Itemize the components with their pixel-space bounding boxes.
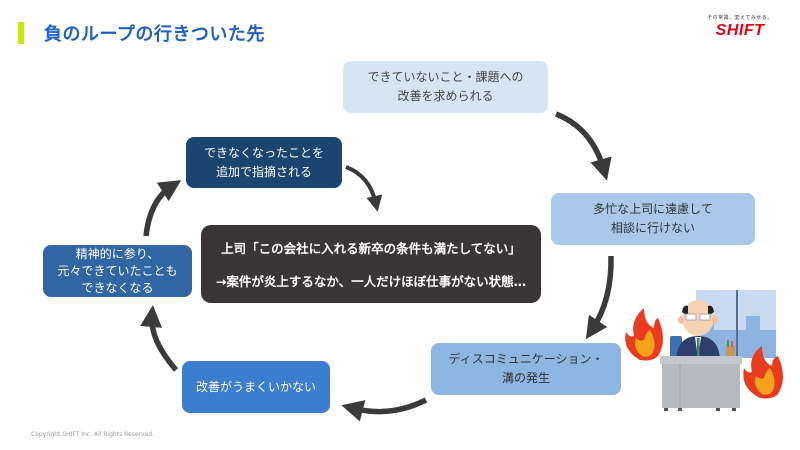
logo-name: SHIFT [715, 22, 765, 39]
fire-icon-left [625, 308, 663, 361]
arrow-step4-to-step5 [140, 305, 179, 372]
cycle-step-3: ディスコミュニケーション・ 溝の発生 [431, 343, 621, 395]
copyright-text: Copyright SHIFT Inc. All Rights Reserved… [31, 431, 154, 438]
center-quote-line-1: 上司「この会社に入れる新卒の条件も満たしてない」 [221, 241, 521, 256]
cycle-step-5-text: 精神的に参り、 元々できていたことも できなくなる [57, 246, 178, 295]
cycle-step-5: 精神的に参り、 元々できていたことも できなくなる [43, 245, 192, 297]
cycle-step-6: できなくなったことを 追加で指摘される [186, 137, 342, 188]
cycle-step-1: できていないこと・課題への 改善を求められる [343, 61, 548, 113]
cycle-step-3-text: ディスコミュニケーション・ 溝の発生 [448, 352, 604, 385]
page-title: 負のループの行きついた先 [44, 24, 265, 45]
center-quote-line-2: →案件が炎上するなか、一人だけほぼ仕事がない状態… [215, 274, 527, 289]
cycle-step-4: 改善がうまくいかない [182, 361, 330, 413]
cycle-step-2-text: 多忙な上司に遠慮して 相談に行けない [593, 202, 713, 235]
boss-person-icon [676, 300, 720, 358]
center-quote-box: 上司「この会社に入れる新卒の条件も満たしてない」 →案件が炎上するなか、一人だけ… [201, 225, 541, 303]
arrow-step1-to-step2 [554, 111, 612, 181]
arrow-step5-to-step6 [143, 180, 182, 237]
arrow-step6-to-center [345, 165, 383, 212]
logo-tagline: その常識、変えてみせる。 [707, 15, 773, 21]
fire-icon-right [743, 346, 783, 399]
shift-logo: その常識、変えてみせる。 SHIFT [700, 14, 780, 40]
cycle-step-1-text: できていないこと・課題への 改善を求められる [367, 70, 524, 103]
cycle-step-2: 多忙な上司に遠慮して 相談に行けない [551, 193, 755, 245]
cycle-step-6-text: できなくなったことを 追加で指摘される [203, 145, 324, 179]
desk-icon [660, 356, 742, 411]
cycle-step-4-text: 改善がうまくいかない [195, 379, 316, 394]
arrow-step3-to-step4 [341, 397, 428, 422]
title-accent-bar [18, 22, 24, 44]
boss-at-desk-with-fire-illustration [625, 290, 783, 411]
